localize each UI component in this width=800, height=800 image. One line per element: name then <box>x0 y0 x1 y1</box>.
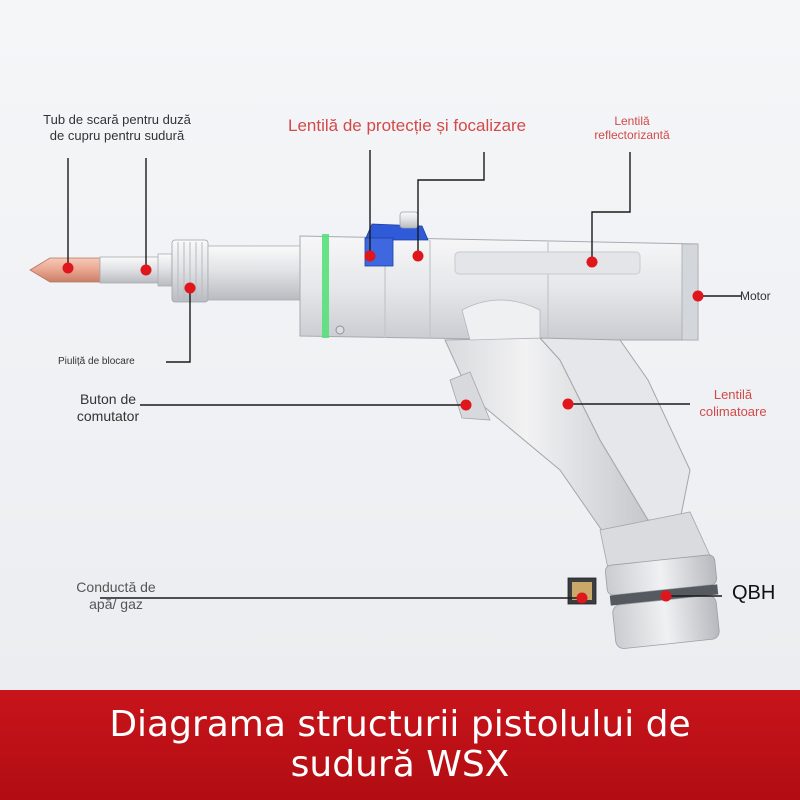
lock-nut <box>171 239 209 303</box>
marker-protection-lens <box>364 250 376 262</box>
markers <box>62 250 704 604</box>
scale-tube <box>99 253 173 287</box>
page-title: Diagrama structurii pistolului de sudură… <box>109 704 691 785</box>
label-lock-nut: Piuliță de blocare <box>58 356 135 367</box>
marker-tube <box>140 264 152 276</box>
label-reflector-line1: Lentilă <box>614 114 650 128</box>
marker-motor <box>692 290 704 302</box>
label-reflector: Lentilă reflectorizantă <box>572 114 692 142</box>
marker-collimator <box>562 398 574 410</box>
label-switch-line1: Buton de <box>79 391 137 407</box>
qbh-connector <box>567 511 720 649</box>
label-switch-line2: comutator <box>76 408 140 424</box>
marker-lock-nut <box>184 282 196 294</box>
label-tube: Tub de scară pentru duză de cupru pentru… <box>14 112 220 144</box>
label-collimator-line2: colimatoare <box>699 404 767 419</box>
gun-handle <box>444 299 691 546</box>
marker-reflector <box>586 256 598 268</box>
marker-qbh <box>660 590 672 602</box>
marker-switch <box>460 399 472 411</box>
label-motor: Motor <box>740 289 771 303</box>
front-tube <box>207 245 304 301</box>
label-reflector-line2: reflectorizantă <box>594 128 670 142</box>
label-conduit: Conductă de apă/ gaz <box>60 579 172 613</box>
label-collimator-line1: Lentilă <box>713 387 753 402</box>
leader-lines <box>67 150 742 599</box>
label-switch: Buton de comutator <box>56 391 160 425</box>
label-collimator: Lentilă colimatoare <box>682 386 784 420</box>
label-tube-line1: Tub de scară pentru duză <box>43 112 191 127</box>
marker-focus-lens <box>412 250 424 262</box>
label-conduit-line2: apă/ gaz <box>89 596 143 612</box>
marker-conduit <box>576 592 588 604</box>
label-protection-lens: Lentilă de protecție și focalizare <box>288 116 527 135</box>
label-conduit-line1: Conductă de <box>76 579 156 595</box>
marker-nozzle <box>62 262 74 274</box>
title-banner: Diagrama structurii pistolului de sudură… <box>0 690 800 800</box>
label-qbh: QBH <box>732 582 776 604</box>
label-tube-line2: de cupru pentru sudură <box>49 128 185 143</box>
